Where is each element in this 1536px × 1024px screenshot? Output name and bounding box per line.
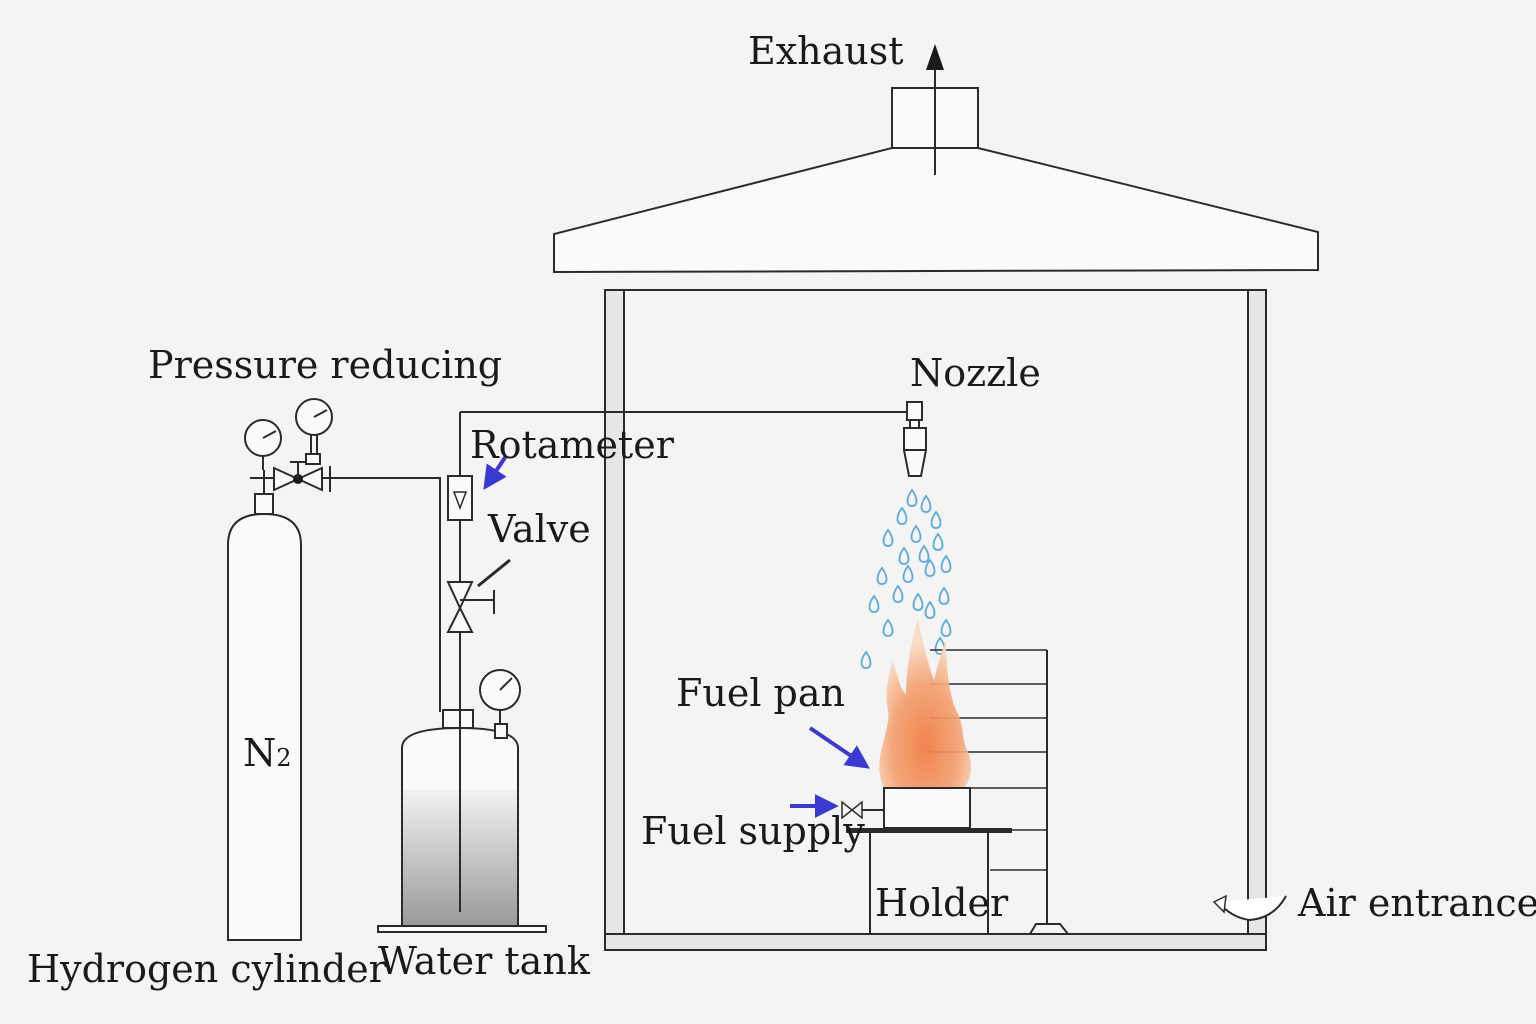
thermocouple-rack [930,649,1069,935]
fire-flame [879,618,971,788]
nozzle-label: Nozzle [910,351,1041,395]
air-entrance-label: Air entrance [1297,881,1536,925]
water-droplet-icon [924,558,936,577]
water-droplet-icon [882,618,894,637]
water-droplet-icon [902,564,914,583]
holder [846,828,1012,934]
exhaust-hood [553,44,1319,274]
water-droplet-icon [896,506,908,525]
pressure-reducing-label: Pressure reducing [148,343,502,387]
fuel-supply-valve [841,800,884,820]
water-droplet-icon [940,554,952,573]
cylinder-gas-label: N2 [243,731,292,775]
water-droplet-icon [918,544,930,563]
fuel-pan-arrow-icon [808,726,870,769]
water-valve [446,558,511,633]
water-droplet-icon [860,650,872,669]
rotameter-label: Rotameter [470,423,675,467]
water-droplet-icon [910,524,922,543]
rotameter-arrow-icon [483,454,508,490]
water-droplet-icon [930,510,942,529]
water-droplet-icon [938,586,950,605]
water-droplet-icon [934,636,946,655]
water-droplet-icon [906,488,918,507]
water-tank [377,669,547,933]
fuel-pan [883,787,971,829]
water-droplet-icon [912,592,924,611]
fuel-supply-label: Fuel supply [641,809,865,853]
water-pipe [460,411,915,420]
hydrogen-cylinder-label: Hydrogen cylinder [27,947,388,991]
air-flow-arrow-icon [1217,895,1287,922]
water-droplet-icon [932,532,944,551]
holder-label: Holder [875,881,1009,925]
air-entrance [1212,880,1287,922]
exhaust-label: Exhaust [748,29,904,73]
water-droplet-icon [940,618,952,637]
water-droplet-icon [876,566,888,585]
pressure-reducing-valve [244,398,333,492]
enclosure [604,289,1267,951]
water-droplet-icon [892,584,904,603]
rotameter [447,475,473,521]
nozzle [902,401,928,477]
exhaust-arrow-icon [926,44,944,70]
water-spray [860,488,952,669]
water-droplet-icon [898,546,910,565]
water-droplet-icon [920,494,932,513]
water-droplet-icon [882,528,894,547]
valve-label: Valve [487,507,591,551]
gas-pipe [330,477,441,712]
water-droplet-icon [924,600,936,619]
water-tank-label: Water tank [378,939,591,983]
hydrogen-cylinder [227,470,302,941]
water-droplet-icon [868,594,880,613]
fuel-pan-label: Fuel pan [676,671,845,715]
